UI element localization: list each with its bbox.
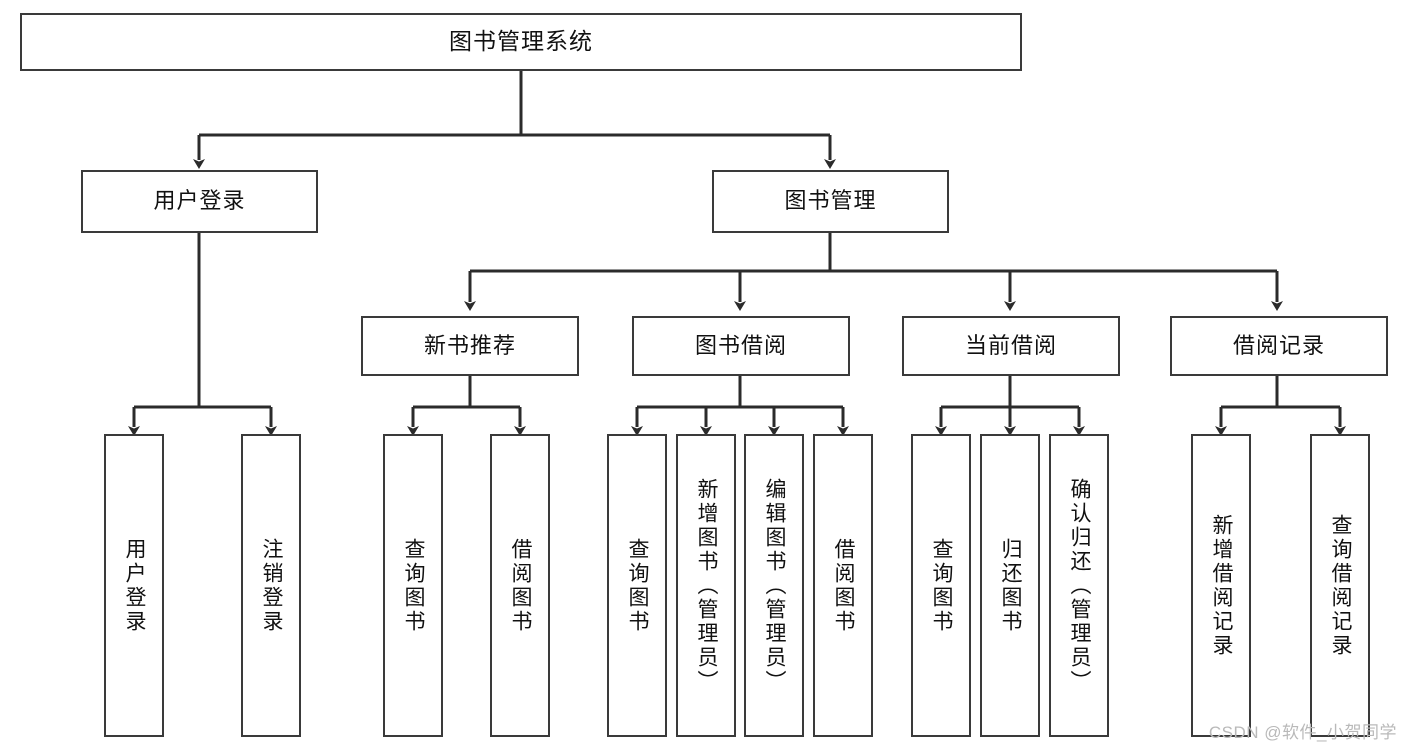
node-label: 借阅图书 <box>509 537 533 634</box>
node-label: 查询图书 <box>626 537 650 634</box>
leaf-current-return-book[interactable]: 归还图书 <box>980 434 1040 737</box>
node-label: 确认归还（管理员） <box>1068 477 1092 694</box>
leaf-record-add-borrow-record[interactable]: 新增借阅记录 <box>1191 434 1251 737</box>
node-user-login[interactable]: 用户登录 <box>81 170 318 233</box>
node-current-borrow[interactable]: 当前借阅 <box>902 316 1120 376</box>
node-label: 归还图书 <box>999 537 1023 634</box>
leaf-logout-login[interactable]: 注销登录 <box>241 434 301 737</box>
leaf-current-query-book[interactable]: 查询图书 <box>911 434 971 737</box>
leaf-borrow-add-book-admin[interactable]: 新增图书（管理员） <box>676 434 736 737</box>
node-book-management[interactable]: 图书管理 <box>712 170 949 233</box>
leaf-user-login[interactable]: 用户登录 <box>104 434 164 737</box>
node-label: 用户登录 <box>123 537 147 634</box>
leaf-borrow-edit-book-admin[interactable]: 编辑图书（管理员） <box>744 434 804 737</box>
node-label: 新增借阅记录 <box>1210 513 1234 658</box>
node-label: 新增图书（管理员） <box>695 477 719 694</box>
node-label: 图书管理 <box>784 188 877 214</box>
node-label: 借阅图书 <box>832 537 856 634</box>
leaf-current-confirm-return-admin[interactable]: 确认归还（管理员） <box>1049 434 1109 737</box>
leaf-record-query-borrow-record[interactable]: 查询借阅记录 <box>1310 434 1370 737</box>
node-label: 图书借阅 <box>694 332 787 358</box>
node-label: 查询图书 <box>402 537 426 634</box>
node-book-borrow[interactable]: 图书借阅 <box>632 316 850 376</box>
leaf-recommend-borrow-book[interactable]: 借阅图书 <box>490 434 550 737</box>
node-label: 编辑图书（管理员） <box>763 477 787 694</box>
node-label: 查询图书 <box>930 537 954 634</box>
node-borrow-record[interactable]: 借阅记录 <box>1170 316 1388 376</box>
leaf-borrow-query-book[interactable]: 查询图书 <box>607 434 667 737</box>
node-label: 借阅记录 <box>1232 332 1325 358</box>
node-label: 新书推荐 <box>423 332 516 358</box>
node-label: 图书管理系统 <box>449 28 593 55</box>
leaf-recommend-query-book[interactable]: 查询图书 <box>383 434 443 737</box>
leaf-borrow-borrow-book[interactable]: 借阅图书 <box>813 434 873 737</box>
node-label: 当前借阅 <box>964 332 1057 358</box>
node-label: 查询借阅记录 <box>1329 513 1353 658</box>
node-root-system[interactable]: 图书管理系统 <box>20 13 1022 71</box>
node-label: 用户登录 <box>153 188 246 214</box>
node-new-book-recommend[interactable]: 新书推荐 <box>361 316 579 376</box>
node-label: 注销登录 <box>260 537 284 634</box>
